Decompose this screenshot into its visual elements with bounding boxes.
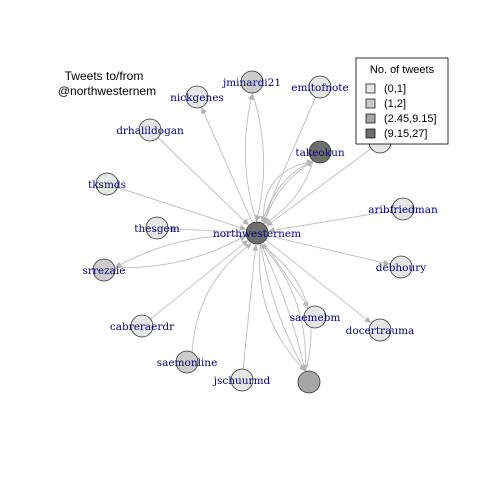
node-thesgem[interactable]: thesgem xyxy=(134,216,180,240)
edge-northwesternem-to-takeokun xyxy=(263,159,314,225)
node-label: srrezaie xyxy=(82,265,125,277)
node-emitofnote[interactable]: emitofnote xyxy=(291,75,349,99)
edge-northwesternem-to-debhoury xyxy=(267,235,390,267)
legend: No. of tweets (0,1] (1,2] (2.45,9.15] (9.15… xyxy=(355,57,449,145)
edge-hidden_label-to-northwesternem xyxy=(266,148,372,227)
node-circle xyxy=(368,318,392,342)
node-docertrauma[interactable]: docertrauma xyxy=(346,318,415,342)
node-circle xyxy=(245,221,269,245)
node-label: cabreraerdr xyxy=(110,321,175,333)
node-label: takeokun xyxy=(295,147,345,159)
legend-title: No. of tweets xyxy=(370,64,435,76)
node-circle xyxy=(185,85,209,109)
edge-jminardi21-to-northwesternem xyxy=(251,92,265,222)
node-label: drhalildogan xyxy=(116,125,184,137)
edge-jschuurmd-to-northwesternem xyxy=(242,244,259,370)
node-northwesternem[interactable]: northwesternem xyxy=(213,221,301,245)
node-circle xyxy=(308,75,332,99)
edge-northwesternem-to-unlabeled_bottom xyxy=(260,243,307,372)
node-tksmds[interactable]: tksmds xyxy=(88,172,126,196)
node-debhoury[interactable]: debhoury xyxy=(376,255,427,279)
node-saemebm[interactable]: saemebm xyxy=(290,305,341,329)
edge-aribfriedman-to-northwesternem xyxy=(268,210,393,234)
edge-northwesternem-to-unlabeled_bottom xyxy=(260,243,309,372)
edge-cabreraerdr-to-northwesternem xyxy=(150,240,249,320)
edge-northwesternem-to-jminardi21 xyxy=(244,93,258,223)
node-jschuurmd[interactable]: jschuurmd xyxy=(212,368,271,392)
node-circle xyxy=(303,305,327,329)
node-circle xyxy=(175,350,199,374)
node-cabreraerdr[interactable]: cabreraerdr xyxy=(110,314,175,338)
edge-takeokun-to-northwesternem xyxy=(262,160,314,225)
node-unlabeled_bottom[interactable] xyxy=(297,370,321,394)
node-circle xyxy=(308,140,332,164)
node-circle xyxy=(297,370,321,394)
node-circle xyxy=(95,172,119,196)
edge-srrezaie-to-northwesternem xyxy=(114,235,246,269)
edge-emitofnote-to-northwesternem xyxy=(261,96,317,223)
node-saemonline[interactable]: saemonline xyxy=(157,350,218,374)
node-label: aribfriedman xyxy=(368,204,438,216)
node-label: nickgenes xyxy=(170,92,224,104)
node-label: saemebm xyxy=(290,312,341,324)
node-label: northwesternem xyxy=(213,228,301,240)
edge-northwesternem-to-srrezaie xyxy=(115,234,247,268)
edge-northwesternem-to-docertrauma xyxy=(265,239,372,323)
edge-northwesternem-to-unlabeled_bottom xyxy=(259,243,306,372)
node-label: jschuurmd xyxy=(212,375,271,387)
node-circle xyxy=(240,70,264,94)
legend-label: (1,2] xyxy=(384,98,406,110)
legend-label: (9.15,27] xyxy=(384,128,427,140)
legend-swatch xyxy=(365,113,376,124)
edge-northwesternem-to-takeokun xyxy=(263,161,314,225)
legend-swatch xyxy=(365,128,376,139)
edge-takeokun-to-northwesternem xyxy=(263,160,314,224)
edge-drhalildogan-to-northwesternem xyxy=(157,137,249,226)
edge-unlabeled_bottom-to-northwesternem xyxy=(260,243,312,372)
node-label: docertrauma xyxy=(346,325,415,337)
edge-northwesternem-to-nickgenes xyxy=(201,107,253,224)
node-label: tksmds xyxy=(88,179,126,191)
legend-swatch xyxy=(365,83,376,94)
node-label: debhoury xyxy=(376,262,427,274)
node-label: saemonline xyxy=(157,357,218,369)
node-circle xyxy=(389,255,413,279)
edge-northwesternem-to-saemebm xyxy=(262,241,309,308)
node-label: emitofnote xyxy=(291,82,348,94)
node-circle xyxy=(145,216,169,240)
node-srrezaie[interactable]: srrezaie xyxy=(82,258,126,282)
legend-items: (0,1] (1,2] (2.45,9.15] (9.15,27] xyxy=(365,83,437,140)
node-circle xyxy=(391,197,415,221)
node-label: jminardi21 xyxy=(221,77,281,89)
node-circle xyxy=(230,368,254,392)
node-takeokun[interactable]: takeokun xyxy=(295,140,345,164)
edge-northwesternem-to-thesgem xyxy=(168,225,247,233)
edge-tksmds-to-northwesternem xyxy=(117,186,247,231)
legend-label: (0,1] xyxy=(384,83,406,95)
node-nickgenes[interactable]: nickgenes xyxy=(170,85,224,109)
legend-label: (2.45,9.15] xyxy=(384,113,437,125)
graph-title: Tweets to/from @northwesternem xyxy=(58,69,156,98)
edge-saemonline-to-northwesternem xyxy=(191,243,252,353)
node-drhalildogan[interactable]: drhalildogan xyxy=(116,118,184,142)
nodes-layer: northwesternem jminardi21 emitofnote nickge… xyxy=(82,70,438,394)
edge-northwesternem-to-unlabeled_bottom xyxy=(260,243,306,372)
node-aribfriedman[interactable]: aribfriedman xyxy=(368,197,438,221)
title-line-1: Tweets to/from xyxy=(65,69,144,83)
node-circle xyxy=(138,118,162,142)
node-circle xyxy=(130,314,154,338)
legend-swatch xyxy=(365,98,376,109)
node-label: thesgem xyxy=(134,223,180,235)
node-circle xyxy=(92,258,116,282)
node-jminardi21[interactable]: jminardi21 xyxy=(221,70,281,94)
edges-layer xyxy=(114,92,393,372)
title-line-2: @northwesternem xyxy=(58,84,156,98)
